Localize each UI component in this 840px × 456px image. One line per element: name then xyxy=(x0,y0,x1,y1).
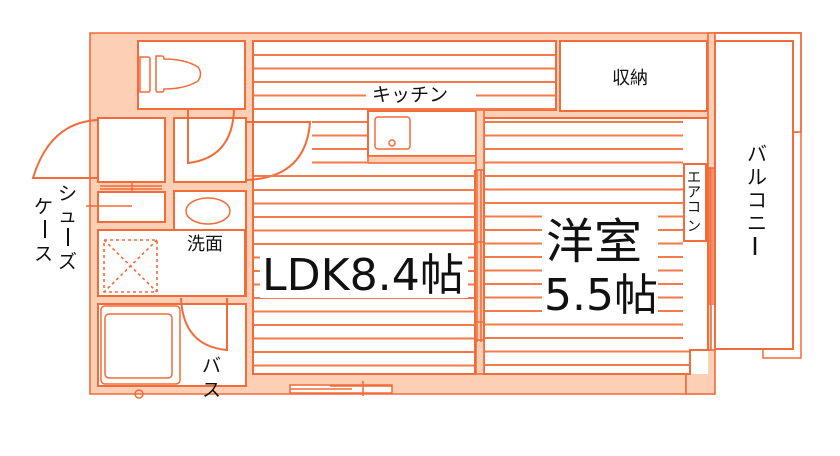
labels: キッチン 収納 バ ル コ ニ エ ア コ ン 洋室 5.5帖 LDK8.4帖 … xyxy=(34,68,767,401)
balcony-window xyxy=(709,168,714,305)
svg-text:ニ: ニ xyxy=(747,211,767,235)
storage-label: 収納 xyxy=(612,68,648,89)
kitchen-counter xyxy=(367,110,477,164)
balcony-label: バ ル コ ニ xyxy=(747,142,767,255)
toilet-icon xyxy=(139,55,202,93)
bathtub-icon xyxy=(100,305,181,385)
bath-label: バ ス xyxy=(202,355,221,401)
svg-text:バ: バ xyxy=(202,355,221,377)
kitchen-label: キッチン xyxy=(372,84,448,106)
svg-text:コ: コ xyxy=(747,188,767,212)
shoe-case-label: シ ュ ズ ケ ス xyxy=(34,183,77,273)
toilet-room xyxy=(137,40,246,110)
svg-text:シ: シ xyxy=(58,183,77,205)
bathroom xyxy=(97,297,247,399)
sink-icon xyxy=(185,197,231,225)
balcony-outline xyxy=(714,32,802,359)
svg-text:ュ: ュ xyxy=(58,205,77,227)
western-room-size: 5.5帖 xyxy=(544,270,658,321)
washroom-label: 洗面 xyxy=(187,234,223,255)
washroom xyxy=(97,229,247,297)
toilet-door xyxy=(187,109,235,165)
svg-text:ケ: ケ xyxy=(34,196,53,218)
svg-text:ン: ン xyxy=(687,219,701,235)
western-room-name: 洋室 xyxy=(546,214,642,270)
washbasin xyxy=(173,190,247,231)
ldk-label: LDK8.4帖 xyxy=(262,250,464,301)
bath-door xyxy=(180,297,228,352)
svg-text:ス: ス xyxy=(202,379,221,401)
ldk-window xyxy=(289,381,393,396)
svg-text:ズ: ズ xyxy=(58,251,77,273)
sink-icon xyxy=(374,116,411,150)
aircon-label: エ ア コ ン xyxy=(687,170,701,235)
svg-text:バ: バ xyxy=(747,142,767,166)
washing-machine-space xyxy=(103,239,158,293)
svg-text:エ: エ xyxy=(687,170,701,186)
entrance xyxy=(31,109,312,183)
svg-text:コ: コ xyxy=(687,200,701,216)
svg-text:ル: ル xyxy=(747,165,767,189)
svg-text:ア: ア xyxy=(687,185,701,201)
sliding-door xyxy=(474,170,484,342)
ldk-door xyxy=(245,121,312,181)
svg-text:ス: ス xyxy=(34,243,53,265)
shoe-case xyxy=(86,182,166,223)
entrance-door xyxy=(31,119,99,179)
